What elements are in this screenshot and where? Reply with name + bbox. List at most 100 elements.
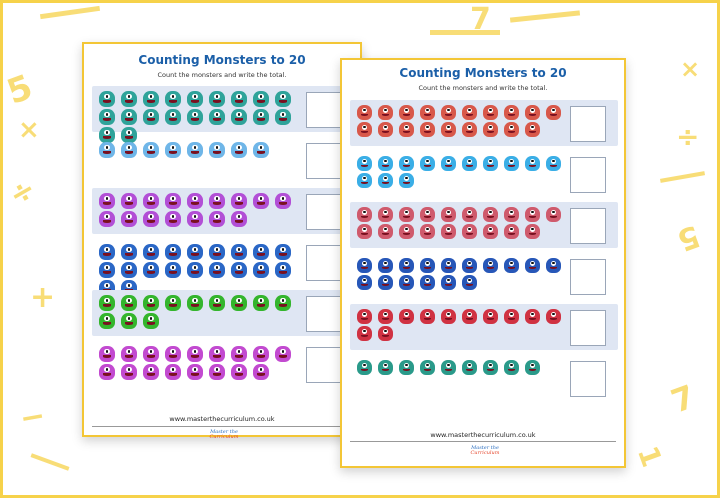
- monster-icon: [399, 156, 414, 171]
- monster-icon: [143, 211, 159, 227]
- monster-icon: [399, 309, 414, 324]
- monster-icon: [483, 105, 498, 120]
- brand-logo: Master the Curriculum: [455, 446, 515, 456]
- monster-icon: [99, 262, 115, 278]
- monster-icon: [121, 127, 137, 143]
- monster-icon: [441, 258, 456, 273]
- monster-icon: [165, 295, 181, 311]
- monster-icon: [462, 224, 477, 239]
- monster-group: [96, 243, 296, 297]
- monster-icon: [378, 156, 393, 171]
- monster-icon: [99, 313, 115, 329]
- answer-box[interactable]: [306, 194, 342, 230]
- monster-icon: [253, 364, 269, 380]
- monster-icon: [209, 109, 225, 125]
- monster-icon: [99, 193, 115, 209]
- monster-icon: [143, 262, 159, 278]
- monster-icon: [420, 360, 435, 375]
- monster-icon: [483, 258, 498, 273]
- answer-box[interactable]: [570, 259, 606, 295]
- monster-icon: [357, 360, 372, 375]
- monster-icon: [378, 258, 393, 273]
- monster-icon: [231, 109, 247, 125]
- answer-box[interactable]: [306, 245, 342, 281]
- answer-box[interactable]: [306, 296, 342, 332]
- monster-icon: [483, 224, 498, 239]
- monster-icon: [504, 156, 519, 171]
- monster-icon: [462, 309, 477, 324]
- monster-icon: [462, 122, 477, 137]
- monster-icon: [143, 244, 159, 260]
- monster-icon: [165, 142, 181, 158]
- monster-icon: [187, 211, 203, 227]
- monster-icon: [378, 224, 393, 239]
- deco-dash: [659, 171, 706, 183]
- monster-icon: [209, 346, 225, 362]
- answer-box[interactable]: [570, 106, 606, 142]
- deco-symbol: +: [30, 280, 56, 315]
- deco-symbol: ×: [680, 55, 701, 83]
- monster-icon: [483, 360, 498, 375]
- deco-symbol: ÷: [2, 171, 43, 214]
- monster-icon: [399, 105, 414, 120]
- monster-icon: [441, 105, 456, 120]
- monster-icon: [525, 309, 540, 324]
- monster-icon: [399, 224, 414, 239]
- monster-icon: [441, 207, 456, 222]
- worksheet-subtitle: Count the monsters and write the total.: [418, 84, 548, 92]
- deco-symbol: 5: [1, 67, 38, 113]
- monster-icon: [275, 244, 291, 260]
- monster-icon: [209, 262, 225, 278]
- monster-icon: [275, 262, 291, 278]
- monster-icon: [231, 91, 247, 107]
- monster-group: [96, 294, 296, 330]
- deco-dash: [39, 5, 101, 20]
- answer-box[interactable]: [570, 157, 606, 193]
- monster-icon: [121, 91, 137, 107]
- monster-icon: [143, 295, 159, 311]
- monster-icon: [525, 224, 540, 239]
- monster-icon: [121, 313, 137, 329]
- monster-icon: [378, 275, 393, 290]
- monster-icon: [253, 193, 269, 209]
- monster-icon: [165, 109, 181, 125]
- monster-icon: [504, 224, 519, 239]
- monster-icon: [231, 142, 247, 158]
- monster-icon: [143, 109, 159, 125]
- monster-icon: [275, 193, 291, 209]
- monster-icon: [357, 156, 372, 171]
- answer-box[interactable]: [306, 92, 342, 128]
- deco-dash: [30, 453, 70, 471]
- monster-icon: [462, 207, 477, 222]
- monster-icon: [209, 142, 225, 158]
- monster-icon: [441, 275, 456, 290]
- monster-icon: [483, 122, 498, 137]
- monster-icon: [165, 346, 181, 362]
- monster-group: [96, 141, 296, 159]
- answer-box[interactable]: [570, 361, 606, 397]
- monster-icon: [143, 346, 159, 362]
- deco-symbol: 7: [666, 377, 701, 421]
- answer-box[interactable]: [570, 208, 606, 244]
- monster-icon: [99, 142, 115, 158]
- monster-icon: [504, 105, 519, 120]
- answer-box[interactable]: [306, 143, 342, 179]
- monster-icon: [143, 91, 159, 107]
- deco-symbol: 7: [470, 2, 491, 37]
- answer-box[interactable]: [570, 310, 606, 346]
- monster-icon: [253, 109, 269, 125]
- monster-icon: [121, 262, 137, 278]
- monster-icon: [187, 109, 203, 125]
- monster-icon: [165, 364, 181, 380]
- monster-icon: [275, 109, 291, 125]
- monster-icon: [187, 346, 203, 362]
- monster-icon: [546, 258, 561, 273]
- monster-icon: [165, 211, 181, 227]
- monster-icon: [253, 244, 269, 260]
- monster-icon: [441, 122, 456, 137]
- monster-icon: [546, 156, 561, 171]
- monster-icon: [231, 211, 247, 227]
- answer-box[interactable]: [306, 347, 342, 383]
- monster-icon: [357, 105, 372, 120]
- monster-icon: [378, 207, 393, 222]
